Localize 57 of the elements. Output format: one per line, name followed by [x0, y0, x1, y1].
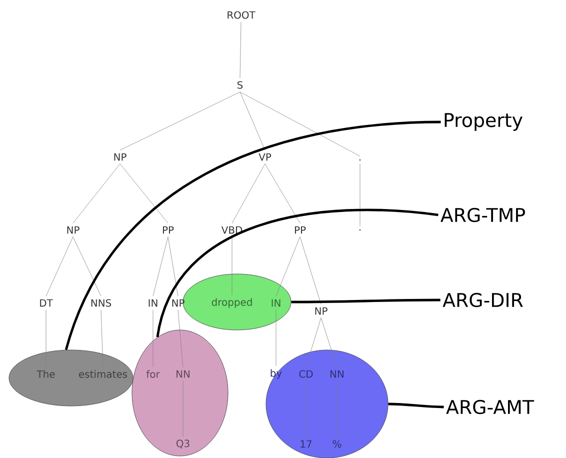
tree-label: NP	[315, 307, 328, 315]
tree-label: .	[359, 159, 361, 161]
connector-curve	[291, 298, 440, 304]
tree-branch	[300, 236, 322, 304]
word-label: estimates	[79, 370, 128, 378]
tree-label: NNS	[91, 299, 112, 307]
highlight-ellipse	[182, 274, 292, 330]
tree-branch	[306, 318, 322, 368]
tree-label: PP	[294, 226, 306, 234]
tree-branch	[240, 22, 242, 78]
tree-branch	[240, 92, 360, 156]
word-label: 17	[300, 440, 312, 448]
tree-branch	[72, 236, 102, 296]
role-label: Property	[444, 113, 522, 131]
tree-branch	[232, 164, 266, 224]
tree-branch	[100, 310, 104, 368]
tree-branch	[72, 164, 120, 224]
word-label: %	[332, 440, 342, 448]
tree-label: NP	[67, 226, 80, 234]
tree-branch	[264, 164, 300, 224]
tree-label: NN	[330, 370, 344, 378]
tree-branch	[276, 236, 300, 296]
tree-label: .	[359, 229, 361, 231]
tree-branch	[240, 92, 266, 150]
tree-label: NP	[114, 153, 126, 161]
tree-branch	[120, 92, 240, 150]
tree-label: IN	[148, 299, 158, 307]
role-label: ARG-AMT	[446, 400, 534, 414]
tree-label: S	[238, 81, 243, 89]
tree-branch	[168, 236, 178, 296]
tree-branch	[120, 164, 168, 224]
tree-branch	[46, 236, 74, 296]
connector-curve	[156, 208, 438, 338]
tree-branch	[152, 310, 154, 368]
word-label: The	[36, 370, 55, 378]
word-label: for	[146, 370, 160, 378]
tree-branch	[152, 236, 168, 296]
role-label: ARG-DIR	[442, 292, 523, 308]
tree-label: NN	[176, 370, 190, 378]
tree-label: IN	[272, 299, 280, 307]
tree-label: PP	[162, 226, 174, 234]
tree-branch	[336, 380, 338, 438]
tree-branch	[178, 310, 184, 368]
role-label: ARG-TMP	[440, 208, 525, 222]
tree-branch	[182, 380, 184, 437]
word-label: Q3	[176, 440, 190, 448]
connector-curve	[64, 120, 441, 350]
highlight-ellipse	[8, 350, 134, 406]
highlight-ellipse	[266, 350, 388, 458]
tree-label: ROOT	[228, 11, 256, 19]
highlight-ellipse	[132, 330, 228, 456]
tree-branch	[320, 318, 338, 368]
tree-label: VP	[258, 153, 272, 161]
tree-label: DT	[40, 299, 53, 307]
word-label: dropped	[212, 298, 252, 308]
connector-curve	[388, 402, 444, 408]
tree-label: CD	[299, 370, 313, 378]
